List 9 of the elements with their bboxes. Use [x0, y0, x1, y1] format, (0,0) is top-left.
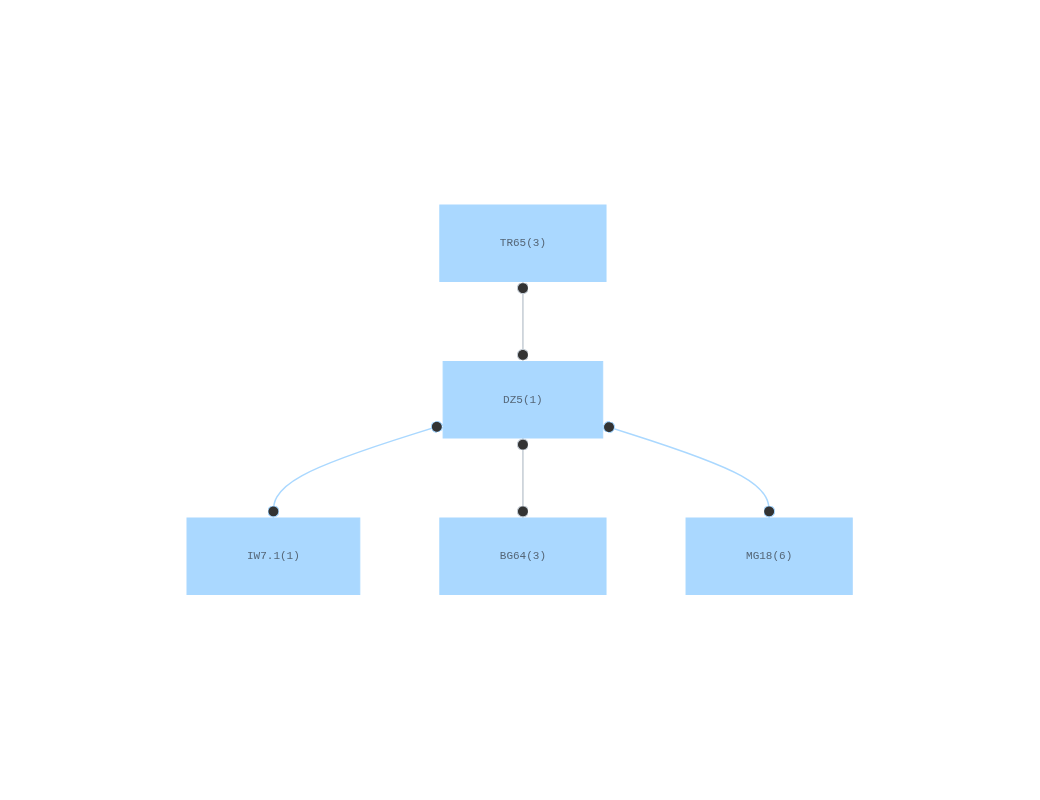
node-box: MG18(6) — [685, 517, 854, 596]
connector — [517, 437, 530, 519]
connector — [517, 281, 530, 363]
connector — [267, 420, 445, 519]
connector — [602, 421, 776, 519]
node-box: DZ5(1) — [443, 361, 604, 439]
node-box: BG64(3) — [439, 517, 607, 596]
node-box: TR65(3) — [439, 204, 607, 283]
node-box: IW7.1(1) — [186, 517, 361, 596]
